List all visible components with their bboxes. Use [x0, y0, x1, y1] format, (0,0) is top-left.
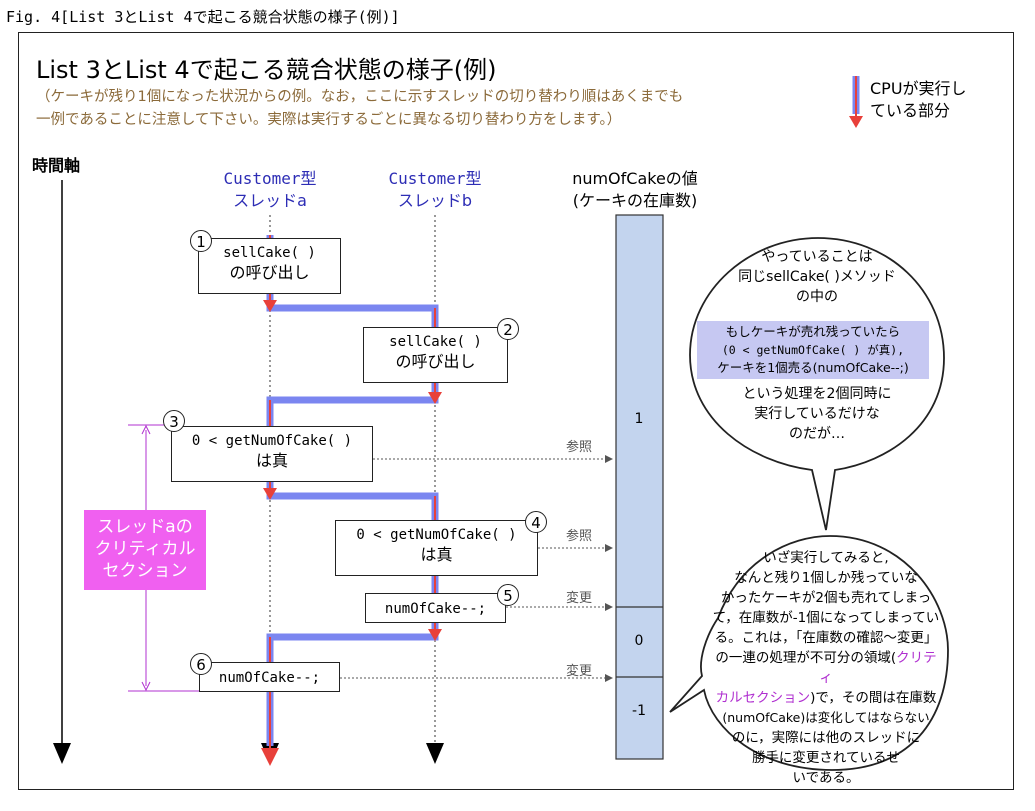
step-1-text: sellCake( ) — [223, 245, 316, 261]
legend-label-line2: ている部分 — [870, 101, 951, 120]
bubble-top-line6: のだが… — [789, 426, 845, 442]
step-1-number: 1 — [190, 230, 212, 252]
critical-section-label: スレッドaの クリティカル セクション — [84, 510, 206, 590]
step-6-box: numOfCake--; — [199, 662, 340, 692]
bubble-top-line4: という処理を2個同時に — [742, 386, 892, 402]
thread-b-type: Customer型 — [388, 169, 482, 188]
bubble-bottom-line10: 勝手に変更されているせ — [751, 750, 901, 766]
value-1: 1 — [634, 411, 644, 427]
bubble-top-hl3: ケーキを1個売る(numOfCake--;) — [717, 360, 909, 375]
subtitle-line-2: 一例であることに注意して下さい。実際は実行するごとに異なる切り替わり方をします。… — [36, 112, 622, 128]
thread-a-header: Customer型 スレッドa — [200, 168, 340, 212]
num-of-cake-column — [615, 214, 664, 760]
step-3-text: 0 < getNumOfCake( ) — [191, 433, 353, 449]
bubble-top-line1: やっていることは — [761, 249, 873, 265]
subtitle-line-1: （ケーキが残り1個になった状況からの例。なお，ここに示すスレッドの切り替わり順は… — [36, 89, 684, 105]
step-1-box: sellCake( ) の呼び出し — [198, 238, 341, 294]
step-4-text-2: は真 — [420, 545, 453, 564]
bubble-top-line5: 実行しているだけな — [754, 406, 880, 422]
bubble-bottom-line7b: )で，その間は在庫数 — [810, 690, 937, 706]
step-4-box: 0 < getNumOfCake( ) は真 — [335, 520, 538, 576]
thread-b-header: Customer型 スレッドb — [365, 168, 505, 212]
step-2-text: sellCake( ) — [389, 334, 482, 350]
critical-section-line3: セクション — [102, 561, 188, 581]
bubble-bottom-shape — [669, 535, 949, 771]
bubble-bottom-line7: カルセクション)で，その間は在庫数 — [712, 688, 940, 708]
variable-header: numOfCakeの値 (ケーキの在庫数) — [560, 168, 710, 212]
step-6-number: 6 — [190, 653, 212, 675]
step-3-box: 0 < getNumOfCake( ) は真 — [171, 426, 373, 482]
bubble-bottom-line6: の一連の処理が不可分の領域(クリティ — [712, 648, 940, 688]
diagram-title: List 3とList 4で起こる競合状態の様子(例) — [36, 56, 497, 84]
bubble-bottom-line7a: カルセクション — [715, 690, 811, 706]
bubble-bottom-line9: のに，実際には他のスレッドに — [731, 730, 921, 746]
step-5-number: 5 — [497, 584, 519, 606]
legend-arrow — [849, 76, 863, 128]
step-2-box: sellCake( ) の呼び出し — [363, 327, 508, 383]
figure-caption: Fig. 4[List 3とList 4で起こる競合状態の様子(例)] — [6, 8, 400, 26]
bubble-top-shape — [689, 237, 945, 531]
bubble-bottom-line6b: クリティ — [819, 650, 937, 686]
critical-section-line2: クリティカル — [94, 539, 196, 559]
bubble-bottom-line3: かったケーキが2個も売れてしまっ — [720, 590, 932, 606]
bubble-bottom-line1: いざ実行してみると, — [763, 550, 889, 566]
diagram-frame — [18, 32, 1014, 790]
thread-a-type: Customer型 — [223, 169, 317, 188]
step-4-text: 0 < getNumOfCake( ) — [356, 527, 517, 543]
bubble-bottom-line5: る。これは，「在庫数の確認～変更」 — [714, 630, 938, 646]
legend-label: CPUが実行し ている部分 — [870, 78, 1000, 122]
step-2-text-2: の呼び出し — [395, 352, 476, 371]
bubble-bottom-line8: (numOfCake)は変化してはならない — [722, 710, 930, 725]
variable-description: (ケーキの在庫数) — [572, 191, 698, 210]
bubble-top-hl1: もしケーキが売れ残っていたら — [725, 324, 901, 339]
step-2-number: 2 — [497, 318, 519, 340]
reference-arrows — [340, 455, 613, 682]
variable-name: numOfCakeの値 — [572, 169, 698, 188]
bubble-bottom-line11: いである。 — [792, 770, 860, 786]
step-5-box: numOfCake--; — [365, 593, 506, 623]
bubble-bottom-text: いざ実行してみると, なんと残り1個しか残っていな かったケーキが2個も売れてし… — [712, 548, 940, 788]
change-label-2: 変更 — [566, 664, 593, 679]
legend-label-line1: CPUが実行し — [870, 79, 967, 98]
thread-a-name: スレッドa — [233, 191, 307, 210]
bubble-bottom-line4: て，在庫数が-1個になってしまってい — [712, 610, 940, 626]
critical-section-line1: スレッドaの — [97, 517, 193, 537]
step-3-text-2: は真 — [255, 451, 288, 470]
thread-b-lifeline-end — [426, 743, 444, 764]
bubble-top-highlight: もしケーキが売れ残っていたら (0 < getNumOfCake( ) が真),… — [697, 321, 929, 379]
bubble-top-hl2: (0 < getNumOfCake( ) が真), — [721, 343, 905, 357]
ref-label-2: 参照 — [566, 529, 593, 544]
bubble-top-text-2: という処理を2個同時に 実行しているだけな のだが… — [704, 384, 930, 444]
time-axis-arrow — [53, 180, 71, 764]
bubble-top-line2: 同じsellCake( )メソッド — [738, 269, 896, 285]
bubble-bottom-line2: なんと残り1個しか残っていな — [734, 570, 918, 586]
bubble-top-text: やっていることは 同じsellCake( )メソッド の中の — [704, 247, 930, 307]
bubble-bottom-line6a: の一連の処理が不可分の領域( — [715, 650, 897, 666]
time-axis-label: 時間軸 — [32, 156, 81, 175]
ref-label-1: 参照 — [566, 440, 593, 455]
thread-b-name: スレッドb — [397, 191, 473, 210]
step-4-number: 4 — [525, 511, 547, 533]
step-3-number: 3 — [163, 410, 185, 432]
cpu-switch-arrowheads — [261, 300, 442, 766]
step-1-text-2: の呼び出し — [229, 263, 310, 282]
bubble-top-line3: の中の — [796, 289, 838, 305]
value-0: 0 — [634, 633, 644, 649]
value-minus-1: -1 — [632, 703, 646, 719]
change-label-1: 変更 — [566, 591, 593, 606]
